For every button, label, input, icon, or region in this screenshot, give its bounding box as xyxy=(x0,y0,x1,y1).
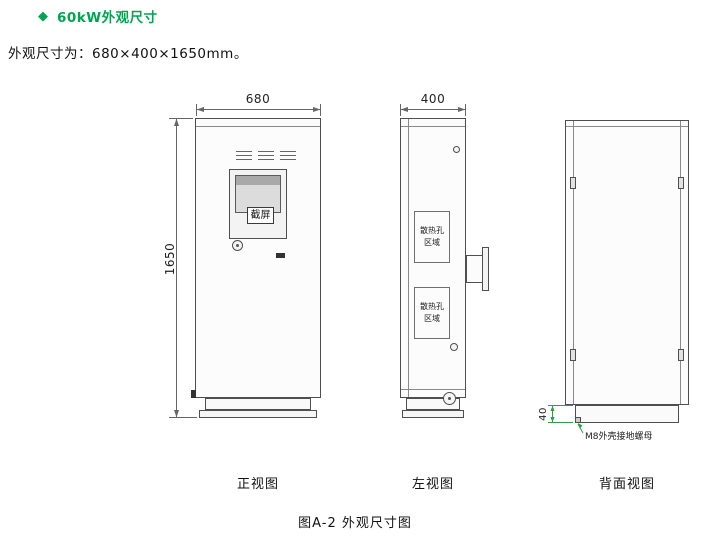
side-view-label: 左视图 xyxy=(411,477,454,492)
section-title: 60kW外观尺寸 xyxy=(57,10,158,26)
front-lock-knob xyxy=(232,240,243,251)
side-base-circle-dot xyxy=(448,397,451,400)
back-view-cabinet xyxy=(565,120,689,405)
ground-nut-leader-line xyxy=(577,423,584,434)
display-panel: 截屏 xyxy=(229,169,287,239)
hinge-mark-bottom-right xyxy=(678,349,684,361)
side-top-screw xyxy=(453,146,460,153)
base-height-dimension-label: 40 xyxy=(538,407,549,421)
screen-header-bar xyxy=(236,176,280,185)
back-view-label: 背面视图 xyxy=(598,477,655,492)
back-right-edge-line xyxy=(680,121,681,404)
hinge-mark-top-right xyxy=(678,177,684,189)
display-screen xyxy=(235,175,281,213)
diamond-bullet-icon: ◆ xyxy=(38,8,48,24)
front-lock-knob-dot xyxy=(236,244,239,247)
side-base-rail xyxy=(402,410,464,418)
front-view-cabinet: 截屏 xyxy=(195,118,321,398)
back-left-edge-line xyxy=(573,121,574,404)
hinge-mark-bottom-left xyxy=(570,349,576,361)
front-vent-slots-1 xyxy=(236,151,252,160)
front-height-dimension-label: 1650 xyxy=(163,242,177,276)
side-bracket-plate xyxy=(482,247,489,291)
side-base-circle xyxy=(443,392,456,405)
side-bottom-screw xyxy=(450,343,458,351)
side-base-line xyxy=(401,389,465,390)
screenshot-button: 截屏 xyxy=(247,207,274,224)
front-vent-slots-3 xyxy=(280,151,296,160)
front-base-plinth xyxy=(205,398,311,410)
figure-caption: 图A-2 外观尺寸图 xyxy=(298,516,412,531)
ground-nut xyxy=(575,417,581,423)
front-base-rail xyxy=(199,410,317,418)
ground-nut-label: M8外壳接地螺母 xyxy=(585,432,653,442)
vent-area-top-label-line1: 散热孔 xyxy=(420,226,444,236)
base-height-dimension-lines xyxy=(548,405,573,423)
intro-text: 外观尺寸为：680×400×1650mm。 xyxy=(8,46,248,62)
section-header: ◆ 60kW外观尺寸 xyxy=(38,6,158,27)
side-width-dimension-label: 400 xyxy=(420,92,446,106)
front-width-dimension-label: 680 xyxy=(245,92,271,106)
hinge-mark-top-left xyxy=(570,177,576,189)
front-ground-lug xyxy=(191,390,196,398)
front-view-label: 正视图 xyxy=(236,477,279,492)
vent-area-top-label-line2: 区域 xyxy=(424,238,440,247)
vent-area-top: 散热孔 区域 xyxy=(414,211,450,263)
side-view-cabinet: 散热孔 区域 散热孔 区域 xyxy=(400,118,466,398)
front-vent-slots-2 xyxy=(258,151,274,160)
side-top-edge-line xyxy=(401,126,465,127)
front-top-edge-line xyxy=(196,126,320,127)
vent-area-bottom: 散热孔 区域 xyxy=(414,287,450,339)
vent-area-bottom-label-line1: 散热孔 xyxy=(420,302,444,312)
back-base-plinth xyxy=(575,405,679,423)
side-door-edge-line xyxy=(408,119,409,397)
vent-area-bottom-label-line2: 区域 xyxy=(424,314,440,323)
front-label-plate xyxy=(276,253,285,258)
back-top-edge-line xyxy=(566,126,688,127)
